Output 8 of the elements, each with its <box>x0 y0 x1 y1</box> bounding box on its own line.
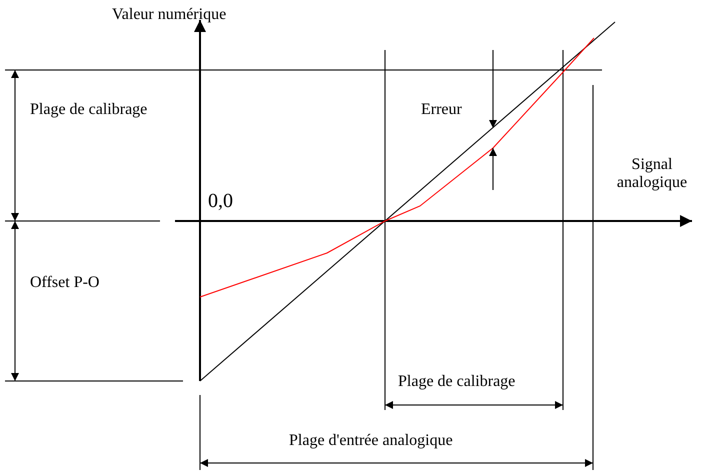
error-label: Erreur <box>421 101 462 120</box>
axis-title: Valeur numérique <box>112 6 226 24</box>
range-label: Plage de calibrage <box>398 373 516 392</box>
axis-title: Signal analogique <box>616 156 688 193</box>
range-label: Plage de calibrage <box>30 101 148 120</box>
origin-label: 0,0 <box>208 190 233 213</box>
offset-label: Offset P-O <box>30 274 100 292</box>
range-label: Plage d'entrée analogique <box>289 432 453 450</box>
